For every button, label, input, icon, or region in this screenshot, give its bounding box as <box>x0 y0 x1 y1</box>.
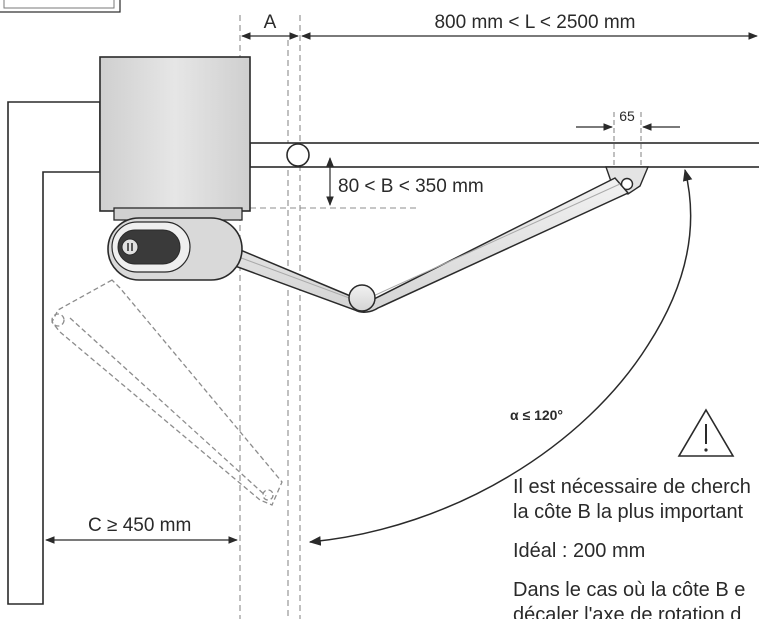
reference-lines <box>239 15 420 619</box>
gate-leaf <box>249 142 759 168</box>
note-ideal: Idéal : 200 mm <box>513 540 645 562</box>
dimension-l-label: 800 mm < L < 2500 mm <box>434 12 635 33</box>
dimension-l: 800 mm < L < 2500 mm <box>301 12 758 40</box>
corner-label-box <box>0 0 121 13</box>
dimension-a: A <box>241 12 299 40</box>
motor-body <box>99 56 251 281</box>
note-line-2: la côte B la plus important <box>513 501 744 523</box>
note-line-4: décaler l'axe de rotation d <box>513 604 741 619</box>
angle-arc: α ≤ 120° <box>308 168 693 546</box>
wall-pillar <box>7 101 101 605</box>
ghost-arm-closed <box>51 279 283 506</box>
dimension-c: C ≥ 450 mm <box>45 515 238 544</box>
angle-alpha-label: α ≤ 120° <box>510 407 563 423</box>
note-line-3: Dans le cas où la côte B e <box>513 579 745 601</box>
dimension-a-label: A <box>264 12 277 33</box>
note-line-1: Il est nécessaire de cherch <box>513 476 751 498</box>
note-block: Il est nécessaire de cherch la côte B la… <box>513 476 751 619</box>
dimension-c-label: C ≥ 450 mm <box>88 515 191 536</box>
dimension-65-label: 65 <box>619 108 635 124</box>
dimension-b-label: 80 < B < 350 mm <box>338 176 484 197</box>
dimension-65: 65 <box>576 108 680 131</box>
motor-arm <box>223 177 630 313</box>
warning-icon <box>677 408 735 457</box>
